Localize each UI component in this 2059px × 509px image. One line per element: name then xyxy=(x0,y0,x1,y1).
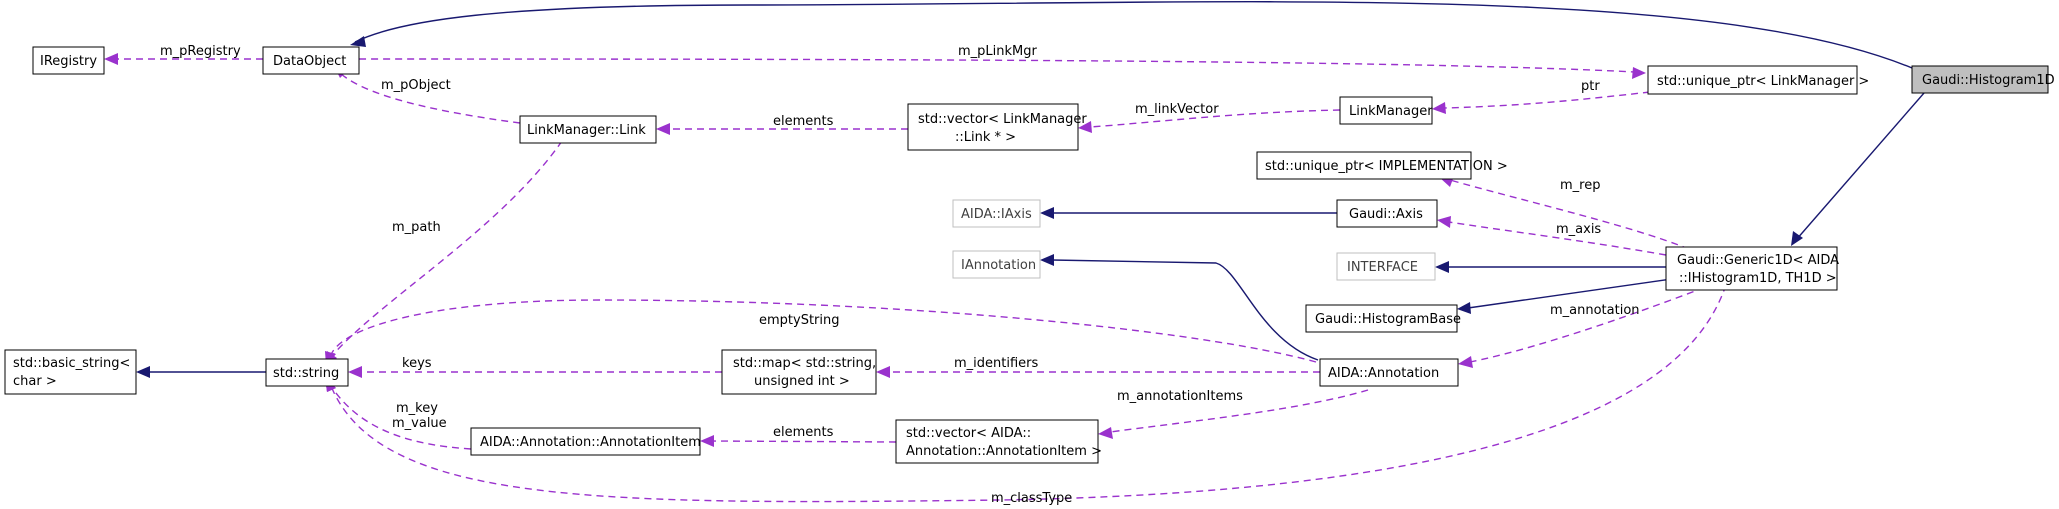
edge-generic1d-std-string-classtype xyxy=(330,284,1727,503)
node-gaudi-histogrambase[interactable]: Gaudi::HistogramBase xyxy=(1305,304,1461,333)
svg-text:::IHistogram1D, TH1D >: ::IHistogram1D, TH1D > xyxy=(1679,271,1837,286)
edge-generic1d-uniqueptr-impl xyxy=(1449,179,1701,255)
edge-histogrambase-generic1d xyxy=(1467,274,1701,309)
svg-text:AIDA::IAxis: AIDA::IAxis xyxy=(961,207,1032,222)
edge-dataobject-histogram1d xyxy=(354,1,1913,69)
edge-dataobject-uniqueptr xyxy=(358,58,1636,73)
svg-text:::Link * >: ::Link * > xyxy=(955,130,1016,145)
label-m-key: m_key xyxy=(396,401,438,416)
svg-text:LinkManager: LinkManager xyxy=(1349,104,1433,119)
node-iannotation[interactable]: IAnnotation xyxy=(952,250,1041,279)
edge-link-std-string xyxy=(330,140,563,358)
label-m-plinkmgr: m_pLinkMgr xyxy=(958,44,1038,59)
label-m-linkvector: m_linkVector xyxy=(1135,102,1219,117)
node-unique-ptr-implementation[interactable]: std::unique_ptr< IMPLEMENTATION > xyxy=(1256,151,1508,180)
node-iregistry[interactable]: IRegistry xyxy=(32,46,105,75)
edge-vector-item-annotation-item xyxy=(711,440,897,443)
svg-text:std::basic_string<: std::basic_string< xyxy=(13,356,130,371)
svg-text:Gaudi::Histogram1D: Gaudi::Histogram1D xyxy=(1922,73,2055,88)
node-linkmanager-link[interactable]: LinkManager::Link xyxy=(519,115,657,144)
edge-generic1d-gaudi-axis xyxy=(1448,221,1667,256)
svg-text:LinkManager::Link: LinkManager::Link xyxy=(527,123,646,138)
edge-labels: m_pRegistry m_pLinkMgr m_pObject element… xyxy=(160,44,1640,506)
svg-text:char >: char > xyxy=(13,374,57,389)
node-aida-iaxis[interactable]: AIDA::IAxis xyxy=(952,199,1041,228)
label-emptystring: emptyString xyxy=(759,313,840,328)
inheritance-edges xyxy=(136,1,1932,378)
edge-link-dataobject xyxy=(339,72,521,124)
svg-text:std::unique_ptr< LinkManager >: std::unique_ptr< LinkManager > xyxy=(1657,74,1869,89)
label-elements-item: elements xyxy=(773,425,834,440)
node-annotation-item[interactable]: AIDA::Annotation::AnnotationItem xyxy=(470,427,701,456)
edge-generic1d-histogram1d xyxy=(1795,84,1932,241)
svg-text:IAnnotation: IAnnotation xyxy=(961,258,1036,273)
svg-text:Gaudi::Axis: Gaudi::Axis xyxy=(1349,207,1423,222)
edge-aida-annotation-std-string-empty xyxy=(330,299,1317,363)
label-m-pregistry: m_pRegistry xyxy=(160,44,241,59)
node-aida-annotation[interactable]: AIDA::Annotation xyxy=(1319,358,1459,387)
node-basic-string[interactable]: std::basic_string< char > xyxy=(4,349,137,395)
svg-text:Gaudi::HistogramBase: Gaudi::HistogramBase xyxy=(1315,312,1461,327)
svg-text:Gaudi::Generic1D< AIDA: Gaudi::Generic1D< AIDA xyxy=(1677,253,1839,268)
node-dataobject[interactable]: DataObject xyxy=(262,46,360,75)
edge-generic1d-aida-annotation xyxy=(1469,282,1717,363)
svg-text:std::map< std::string,: std::map< std::string, xyxy=(733,356,876,371)
label-keys: keys xyxy=(402,356,432,371)
node-std-string[interactable]: std::string xyxy=(265,358,349,387)
label-elements-link: elements xyxy=(773,114,834,129)
svg-text:std::string: std::string xyxy=(273,366,339,381)
label-m-annotationitems: m_annotationItems xyxy=(1117,389,1243,404)
node-interface[interactable]: INTERFACE xyxy=(1336,252,1436,281)
label-m-rep: m_rep xyxy=(1560,178,1600,193)
svg-text:std::vector< LinkManager: std::vector< LinkManager xyxy=(918,112,1087,127)
svg-text:DataObject: DataObject xyxy=(273,54,346,69)
edge-uniqueptr-linkmanager xyxy=(1443,91,1651,109)
svg-text:Annotation::AnnotationItem >: Annotation::AnnotationItem > xyxy=(906,444,1102,459)
usage-edges xyxy=(104,53,1727,503)
label-m-value: m_value xyxy=(392,416,447,431)
edge-iannotation-aida-annotation xyxy=(1051,259,1319,361)
node-gaudi-axis[interactable]: Gaudi::Axis xyxy=(1336,199,1438,228)
label-m-path: m_path xyxy=(392,220,441,235)
svg-text:IRegistry: IRegistry xyxy=(40,54,97,69)
label-m-annotation: m_annotation xyxy=(1550,303,1640,318)
node-vector-linkmanager-link[interactable]: std::vector< LinkManager ::Link * > xyxy=(907,103,1087,151)
node-gaudi-histogram1d[interactable]: Gaudi::Histogram1D xyxy=(1911,65,2055,94)
label-m-axis: m_axis xyxy=(1556,222,1601,237)
node-linkmanager[interactable]: LinkManager xyxy=(1339,96,1433,125)
svg-text:std::unique_ptr< IMPLEMENTATIO: std::unique_ptr< IMPLEMENTATION > xyxy=(1265,159,1508,174)
label-ptr: ptr xyxy=(1581,79,1600,94)
svg-text:std::vector< AIDA::: std::vector< AIDA:: xyxy=(906,426,1031,441)
node-std-map[interactable]: std::map< std::string, unsigned int > xyxy=(721,349,877,395)
svg-text:unsigned int >: unsigned int > xyxy=(754,374,850,389)
label-m-classtype: m_classType xyxy=(991,491,1072,506)
edge-linkmanager-vector xyxy=(1089,109,1341,128)
node-unique-ptr-linkmanager[interactable]: std::unique_ptr< LinkManager > xyxy=(1647,65,1869,95)
svg-text:INTERFACE: INTERFACE xyxy=(1347,260,1418,275)
node-gaudi-generic1d[interactable]: Gaudi::Generic1D< AIDA ::IHistogram1D, T… xyxy=(1665,246,1839,291)
label-m-pobject: m_pObject xyxy=(381,78,451,93)
svg-text:AIDA::Annotation::AnnotationIt: AIDA::Annotation::AnnotationItem xyxy=(480,435,701,450)
svg-text:AIDA::Annotation: AIDA::Annotation xyxy=(1328,366,1439,381)
edge-vector-item-aida-annotation xyxy=(1109,389,1369,433)
label-m-identifiers: m_identifiers xyxy=(954,356,1039,371)
node-vector-annotation-item[interactable]: std::vector< AIDA:: Annotation::Annotati… xyxy=(895,419,1102,464)
